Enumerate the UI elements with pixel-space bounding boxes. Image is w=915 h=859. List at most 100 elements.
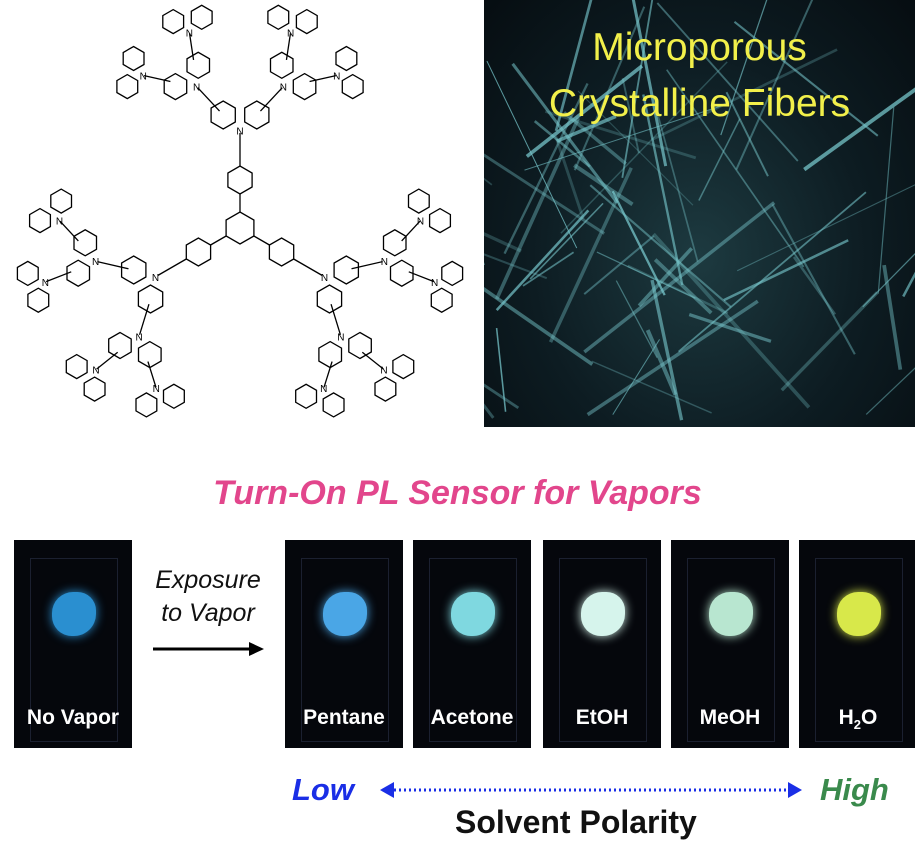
fiber <box>495 209 590 311</box>
fiber-texture <box>484 0 915 421</box>
ring <box>292 72 317 101</box>
ring <box>16 260 39 287</box>
low-label: Low <box>292 772 354 807</box>
photo-title-line1: Microporous <box>592 26 807 69</box>
ring <box>392 353 415 380</box>
fiber <box>902 271 915 298</box>
fiber <box>503 82 589 255</box>
fiber <box>733 20 879 137</box>
ring <box>27 287 50 313</box>
fiber <box>554 135 585 220</box>
ring <box>295 383 318 410</box>
fiber <box>735 0 814 170</box>
sample-etoh: EtOH <box>543 540 661 748</box>
ring <box>190 4 213 31</box>
ring <box>66 259 91 287</box>
fiber <box>882 264 903 370</box>
fiber <box>548 167 633 343</box>
sample-spot <box>52 592 96 636</box>
nitrogen-label: N <box>287 28 294 39</box>
sample-spot <box>837 592 881 636</box>
exposure-text: Exposure to Vapor <box>140 564 276 630</box>
nitrogen-label: N <box>333 71 340 82</box>
fiber <box>862 252 915 308</box>
fiber <box>484 383 520 410</box>
sample-acetone: Acetone <box>413 540 531 748</box>
fiber <box>611 190 666 296</box>
fiber <box>792 256 837 315</box>
nitrogen-label: N <box>135 332 142 343</box>
nitrogen-label: N <box>152 273 159 284</box>
fiber <box>484 253 548 280</box>
fiber <box>484 153 606 235</box>
ring <box>137 284 164 314</box>
fiber <box>533 120 591 168</box>
fiber <box>525 64 644 158</box>
ring <box>316 284 343 314</box>
sample-pentane: Pentane <box>285 540 403 748</box>
sample-spot <box>581 592 625 636</box>
nitrogen-label: N <box>140 71 147 82</box>
fiber <box>573 6 646 171</box>
fiber-micrograph: Microporous Crystalline Fibers <box>484 0 915 427</box>
fiber <box>865 367 915 415</box>
ring <box>162 8 185 35</box>
fiber <box>524 104 724 171</box>
ring <box>348 331 372 360</box>
fiber <box>495 117 581 300</box>
fiber <box>771 203 856 355</box>
fiber <box>657 116 699 262</box>
fiber <box>688 312 772 343</box>
nitrogen-label: N <box>320 384 327 395</box>
fiber <box>583 201 776 354</box>
fiber <box>484 403 495 419</box>
fiber <box>589 184 732 308</box>
ring <box>65 353 88 380</box>
ring <box>374 376 397 402</box>
sample-label: No Vapor <box>26 706 120 729</box>
exposure-line2: to Vapor <box>161 599 255 627</box>
ring <box>186 51 211 80</box>
ring <box>268 237 295 267</box>
fiber <box>677 191 867 353</box>
ring <box>382 229 407 257</box>
fiber <box>653 258 713 315</box>
ring <box>162 383 185 410</box>
sample-spot <box>323 592 367 636</box>
nitrogen-label: N <box>42 278 49 289</box>
right-arrow-icon <box>153 642 264 656</box>
nitrogen-label: N <box>193 82 200 93</box>
fiber <box>562 111 627 166</box>
fiber <box>621 78 640 154</box>
nitrogen-label: N <box>417 217 424 228</box>
exposure-line1: Exposure <box>155 566 261 594</box>
fiber <box>803 87 915 172</box>
fiber <box>495 327 507 412</box>
fiber <box>560 61 728 234</box>
ring <box>333 255 360 285</box>
fiber <box>650 279 684 421</box>
fiber <box>484 232 522 253</box>
sample-no-vapor: No Vapor <box>14 540 132 748</box>
ring <box>163 72 188 101</box>
sample-label: Acetone <box>430 706 514 729</box>
fiber <box>627 264 729 315</box>
ring <box>28 207 52 234</box>
ring <box>122 45 145 72</box>
fiber <box>631 0 668 167</box>
ring <box>318 340 343 369</box>
fiber <box>586 299 759 417</box>
fiber <box>725 91 769 177</box>
nitrogen-label: N <box>381 257 388 268</box>
fiber <box>723 239 849 302</box>
fiber <box>698 118 741 201</box>
fiber <box>642 94 684 286</box>
nitrogen-label: N <box>236 126 243 137</box>
ring <box>407 188 430 214</box>
fiber <box>652 232 811 409</box>
ring <box>267 4 290 31</box>
nitrogen-label: N <box>92 257 99 268</box>
ring <box>73 229 98 257</box>
nitrogen-label: N <box>186 28 193 39</box>
